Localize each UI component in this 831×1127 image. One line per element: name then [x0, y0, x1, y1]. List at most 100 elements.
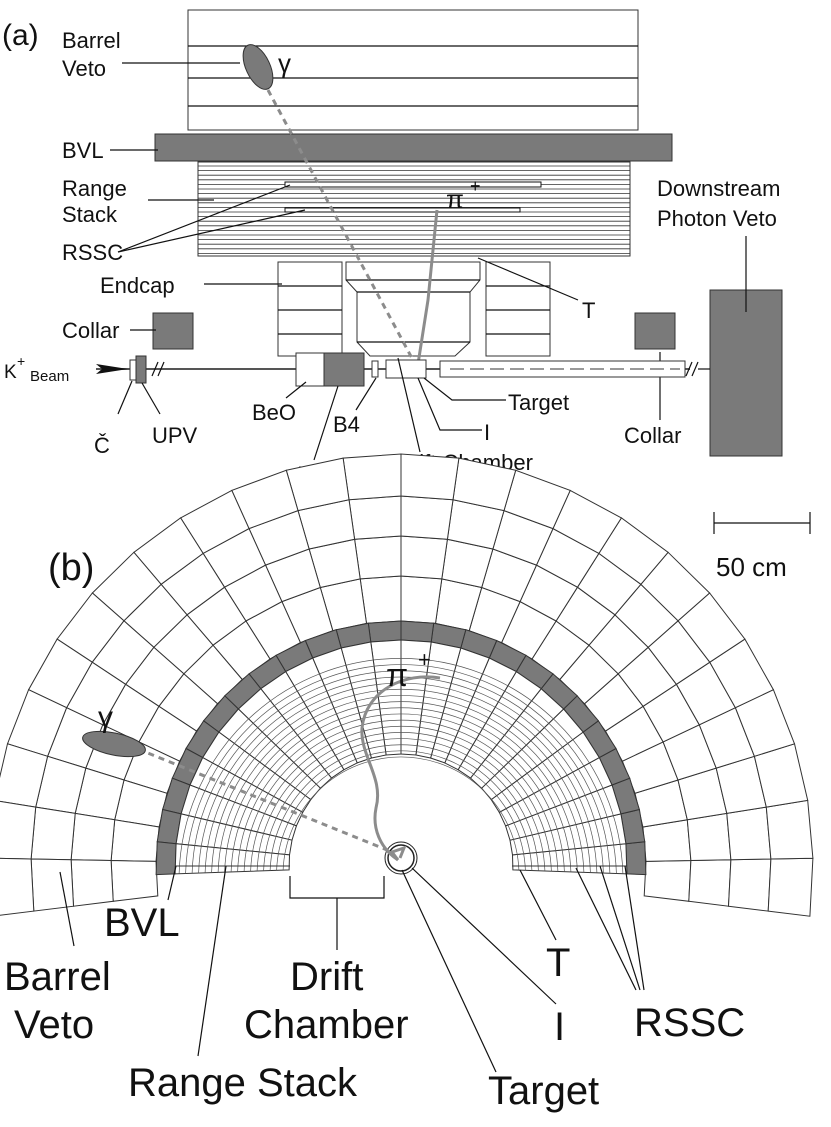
- range-stack-layer: [198, 676, 604, 874]
- label-bvl-a: BVL: [62, 138, 104, 163]
- label-i-b: I: [554, 1005, 565, 1049]
- collar-right: [634, 312, 676, 350]
- barrel-veto-module: [0, 800, 37, 860]
- endcap-a: [277, 261, 551, 357]
- barrel-veto-module: [0, 857, 35, 916]
- barrel-veto-module: [342, 453, 402, 501]
- label-target-a: Target: [508, 390, 569, 415]
- endcap-center: [345, 261, 481, 357]
- leader-rssc-b3: [624, 865, 645, 991]
- beo-degrader: [295, 352, 325, 387]
- leader-b4: [355, 377, 377, 411]
- barrel-veto-module: [400, 535, 448, 580]
- range-stack-layer: [263, 738, 539, 871]
- label-beam: Beam: [30, 368, 69, 385]
- label-beo: BeO: [252, 400, 296, 425]
- rssc-chamber-a: [284, 181, 542, 188]
- upv-counter: [135, 355, 147, 384]
- range-stack-layer: [185, 664, 617, 874]
- label-upv: UPV: [152, 423, 198, 448]
- barrel-veto-module: [726, 806, 772, 861]
- panel-a: (a) Barrel Veto γ BVL Range Stack RSSC: [2, 9, 783, 487]
- label-pion-a-sup: +: [470, 176, 481, 196]
- label-drift-b1: Drift: [290, 955, 363, 999]
- rssc-chamber-a: [284, 207, 521, 213]
- panel-b: (b) 50 cm γ π +: [0, 453, 814, 1113]
- scale-bar: 50 cm: [713, 512, 811, 582]
- inner-counter-b: [384, 841, 418, 875]
- barrel-veto-module: [727, 858, 772, 912]
- panel-b-tag: (b): [48, 547, 94, 589]
- label-k: K: [4, 362, 17, 383]
- barrel-veto-module: [110, 819, 160, 862]
- leader-rssc-a2: [117, 209, 306, 253]
- endcap-left-block: [277, 261, 343, 357]
- label-downstream-1: Downstream: [657, 176, 780, 201]
- barrel-veto-module: [400, 453, 460, 501]
- collar-left: [152, 312, 194, 350]
- bvl-module: [155, 841, 177, 876]
- bvl-bar-a: [154, 133, 673, 162]
- barrel-veto-module: [767, 857, 814, 917]
- label-k-plus: +: [17, 353, 25, 369]
- barrel-veto-module: [359, 575, 402, 624]
- gamma-cluster-b: [82, 730, 146, 758]
- leader-i-a: [417, 377, 482, 431]
- leader-t-a: [477, 257, 579, 301]
- leader-drift-chamber-a: [397, 357, 421, 453]
- label-cherenkov: Č: [94, 433, 110, 458]
- label-barrel-veto-a2: Veto: [62, 56, 106, 81]
- bvl-module: [400, 620, 435, 643]
- leader-cherenkov: [117, 380, 133, 415]
- barrel-veto-module: [70, 859, 114, 907]
- leader-rssc-a1: [117, 184, 291, 253]
- label-pion-a: π: [446, 184, 464, 214]
- range-stack-layer: [276, 750, 526, 871]
- label-gamma-b: γ: [98, 701, 113, 734]
- label-drift-b2: Chamber: [244, 1003, 409, 1047]
- cherenkov-counter: [129, 359, 137, 381]
- range-stack-layer: [256, 732, 546, 872]
- barrel-veto-module: [30, 806, 76, 861]
- barrel-veto-module: [348, 495, 402, 540]
- label-barrel-veto-b1: Barrel: [4, 955, 111, 999]
- label-t-a: T: [582, 298, 595, 323]
- barrel-veto-module: [643, 859, 692, 902]
- range-stack-layer: [282, 756, 520, 871]
- barrel-veto-module: [30, 858, 75, 912]
- label-i-a: I: [484, 420, 490, 445]
- bvl-ring-b: [155, 620, 647, 876]
- label-endcap-a: Endcap: [100, 273, 175, 298]
- leader-t-b: [519, 869, 557, 941]
- label-collar-left: Collar: [62, 318, 119, 343]
- panel-a-tag: (a): [2, 19, 39, 52]
- label-range-stack-a1: Range: [62, 176, 127, 201]
- bvl-module: [625, 841, 647, 876]
- bvl-module: [367, 620, 402, 643]
- label-t-b: T: [546, 941, 570, 985]
- downstream-photon-veto: [709, 289, 783, 457]
- label-rssc-a: RSSC: [62, 240, 123, 265]
- barrel-veto-module: [354, 535, 402, 580]
- barrel-veto-module: [70, 812, 116, 862]
- barrel-veto-module: [400, 575, 443, 624]
- leader-upv: [141, 382, 161, 415]
- label-range-stack-a2: Stack: [62, 202, 118, 227]
- leader-i-b: [411, 867, 557, 1005]
- barrel-veto-module: [400, 495, 454, 540]
- barrel-veto-module: [688, 859, 732, 907]
- leader-rssc-b2: [599, 865, 641, 991]
- range-stack-layer: [224, 701, 578, 873]
- scale-label: 50 cm: [716, 552, 787, 582]
- gamma-track-a: [266, 89, 416, 363]
- label-downstream-2: Photon Veto: [657, 206, 777, 231]
- leader-barrel-veto-b: [59, 871, 75, 947]
- label-collar-right: Collar: [624, 423, 681, 448]
- range-stack-layer: [191, 670, 611, 874]
- label-barrel-veto-a1: Barrel: [62, 28, 121, 53]
- barrel-veto-module: [686, 812, 732, 862]
- leader-range-stack-b: [197, 865, 227, 1057]
- label-target-b: Target: [488, 1069, 599, 1113]
